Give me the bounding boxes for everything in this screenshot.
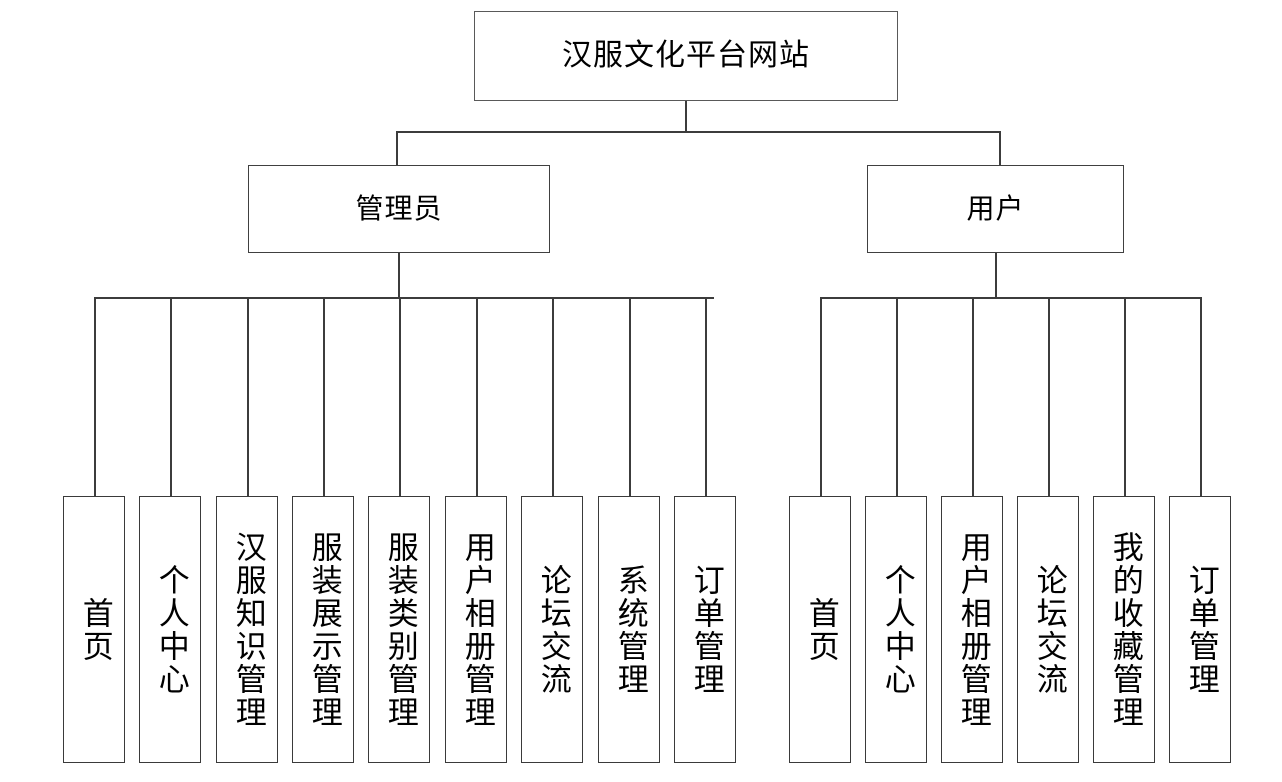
leaf-user-5[interactable]: 我的收藏管理 bbox=[1093, 496, 1155, 763]
leaf-user-6[interactable]: 订单管理 bbox=[1169, 496, 1231, 763]
connector-admin-drop-3 bbox=[247, 297, 249, 496]
connector-admin-bus bbox=[94, 297, 714, 299]
leaf-user-5-label: 我的收藏管理 bbox=[1106, 530, 1143, 729]
leaf-user-3-label: 用户相册管理 bbox=[954, 530, 991, 729]
leaf-admin-3[interactable]: 汉服知识管理 bbox=[216, 496, 278, 763]
connector-user-drop-3 bbox=[972, 297, 974, 496]
leaf-admin-8-label: 系统管理 bbox=[611, 563, 648, 696]
connector-user-drop-5 bbox=[1124, 297, 1126, 496]
node-root-site[interactable]: 汉服文化平台网站 bbox=[474, 11, 898, 101]
connector-admin-drop-7 bbox=[552, 297, 554, 496]
leaf-user-1-label: 首页 bbox=[802, 596, 839, 663]
connector-user-stem bbox=[995, 253, 997, 298]
connector-root-to-admin bbox=[396, 131, 398, 165]
leaf-admin-1[interactable]: 首页 bbox=[63, 496, 125, 763]
connector-admin-stem bbox=[398, 253, 400, 298]
leaf-admin-5-label: 服装类别管理 bbox=[381, 530, 418, 729]
node-branch-admin[interactable]: 管理员 bbox=[248, 165, 550, 253]
connector-user-drop-1 bbox=[820, 297, 822, 496]
leaf-admin-5[interactable]: 服装类别管理 bbox=[368, 496, 430, 763]
connector-root-bus bbox=[396, 131, 1000, 133]
leaf-admin-2-label: 个人中心 bbox=[152, 563, 189, 696]
leaf-admin-9[interactable]: 订单管理 bbox=[674, 496, 736, 763]
leaf-user-4[interactable]: 论坛交流 bbox=[1017, 496, 1079, 763]
leaf-admin-2[interactable]: 个人中心 bbox=[139, 496, 201, 763]
node-root-label: 汉服文化平台网站 bbox=[562, 38, 810, 74]
connector-admin-drop-1 bbox=[94, 297, 96, 496]
leaf-admin-6-label: 用户相册管理 bbox=[458, 530, 495, 729]
connector-admin-drop-2 bbox=[170, 297, 172, 496]
leaf-admin-7[interactable]: 论坛交流 bbox=[521, 496, 583, 763]
leaf-admin-4-label: 服装展示管理 bbox=[305, 530, 342, 729]
connector-root-stem bbox=[685, 101, 687, 132]
leaf-admin-3-label: 汉服知识管理 bbox=[229, 530, 266, 729]
connector-root-to-user bbox=[999, 131, 1001, 165]
connector-admin-drop-9 bbox=[705, 297, 707, 496]
connector-admin-drop-4 bbox=[323, 297, 325, 496]
leaf-user-6-label: 订单管理 bbox=[1182, 563, 1219, 696]
connector-user-bus bbox=[820, 297, 1201, 299]
leaf-user-4-label: 论坛交流 bbox=[1030, 563, 1067, 696]
leaf-admin-7-label: 论坛交流 bbox=[534, 563, 571, 696]
node-branch-user-label: 用户 bbox=[966, 192, 1025, 226]
leaf-admin-4[interactable]: 服装展示管理 bbox=[292, 496, 354, 763]
leaf-user-3[interactable]: 用户相册管理 bbox=[941, 496, 1003, 763]
connector-admin-drop-5 bbox=[399, 297, 401, 496]
node-branch-user[interactable]: 用户 bbox=[867, 165, 1124, 253]
leaf-admin-6[interactable]: 用户相册管理 bbox=[445, 496, 507, 763]
connector-admin-drop-6 bbox=[476, 297, 478, 496]
leaf-admin-1-label: 首页 bbox=[76, 596, 113, 663]
connector-user-drop-4 bbox=[1048, 297, 1050, 496]
connector-user-drop-2 bbox=[896, 297, 898, 496]
leaf-user-2-label: 个人中心 bbox=[878, 563, 915, 696]
connector-user-drop-6 bbox=[1200, 297, 1202, 496]
leaf-user-2[interactable]: 个人中心 bbox=[865, 496, 927, 763]
leaf-user-1[interactable]: 首页 bbox=[789, 496, 851, 763]
leaf-admin-8[interactable]: 系统管理 bbox=[598, 496, 660, 763]
leaf-admin-9-label: 订单管理 bbox=[687, 563, 724, 696]
node-branch-admin-label: 管理员 bbox=[355, 192, 443, 226]
connector-admin-drop-8 bbox=[629, 297, 631, 496]
